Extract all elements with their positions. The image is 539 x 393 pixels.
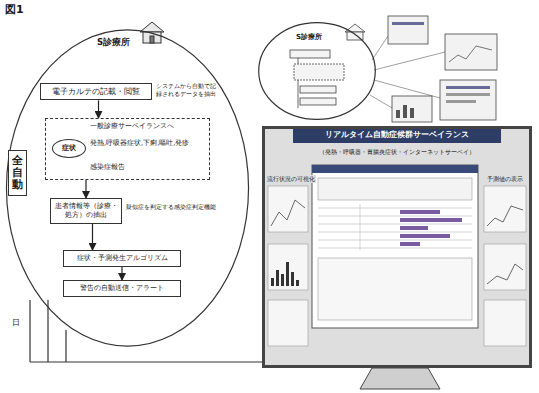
node-text: 一般診療サーベイランスへ — [90, 122, 174, 130]
annotation-label: システムから自動で記録されるデータを抽出 — [156, 82, 218, 97]
monitor-frame: リアルタイム自動症候群サーベイランス （発熱・呼吸器・胃腸炎症状・インターネットサ… — [262, 126, 532, 368]
node-text: 全自動 — [12, 155, 23, 191]
node-text: 発熱,呼吸器症状,下痢,嘔吐,発疹 — [90, 139, 204, 147]
process-box: 患者情報等（診療・処方）の抽出 — [50, 198, 122, 224]
automatic-band: 全自動 — [8, 150, 27, 196]
process-box: 症状・予測発生アルゴリズム — [63, 250, 181, 267]
circle-outline — [6, 30, 248, 346]
process-box: 電子カルテの記載・閲覧 — [40, 83, 152, 100]
circle-outline — [5, 28, 250, 348]
annotation-label: 疑似症を判定する感染症判定機能 — [126, 203, 218, 211]
node-text: （発熱・呼吸器・胃腸炎症状・インターネットサーベイ） — [269, 148, 525, 156]
clinic-circle: S診療所電子カルテの記載・閲覧一般診療サーベイランスへ発熱,呼吸器症状,下痢,嘔… — [5, 28, 250, 348]
node-text: 電子カルテの記載・閲覧 — [45, 87, 147, 96]
flow-arrow — [85, 180, 86, 198]
node-text: 感染症報告 — [90, 163, 125, 171]
dashed-group-box: 一般診療サーベイランスへ発熱,呼吸器症状,下痢,嘔吐,発疹感染症報告 症状 — [45, 118, 210, 180]
flow-arrow — [121, 267, 122, 280]
monitor-screen — [265, 129, 529, 365]
flow-arrow — [98, 100, 99, 118]
node-text: S診療所 — [97, 37, 130, 48]
monitor-stand — [360, 368, 440, 389]
process-box: 警告の自動送信・アラート — [63, 280, 181, 297]
node-text: S診療所 — [296, 33, 322, 42]
clinic-mini-flow — [290, 24, 365, 108]
circle-outline — [259, 23, 376, 120]
node-text: 患者情報等（診療・処方）の抽出 — [54, 202, 118, 220]
annotation-label: 予測値の表示 — [486, 175, 524, 183]
time-axis — [30, 300, 280, 366]
clinic-circle-small: S診療所 — [258, 22, 376, 120]
flow-arrow — [92, 224, 93, 251]
annotation-label: 流行状況の可視化 — [266, 175, 316, 183]
annotation-label: 日 — [12, 318, 20, 327]
symptom-oval: 症状 — [52, 139, 86, 158]
node-text: 症状・予測発生アルゴリズム — [67, 254, 177, 263]
figure-title: 図1 — [5, 3, 24, 17]
house-icon — [140, 22, 164, 43]
node-text: リアルタイム自動症候群サーベイランス — [293, 130, 501, 140]
node-text: 警告の自動送信・アラート — [67, 284, 177, 293]
node-text: 症状 — [62, 144, 76, 153]
small-screens — [370, 16, 497, 122]
